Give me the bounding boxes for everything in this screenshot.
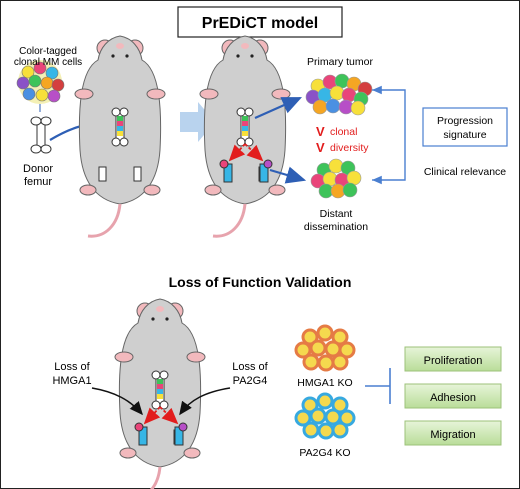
bracket — [380, 89, 406, 181]
loss-pa2g4-arrow — [179, 387, 231, 416]
cells-label-1: Color-tagged — [19, 46, 77, 57]
hmga1-ko-label: HMGA1 KO — [297, 377, 352, 389]
page-title: PrEDiCT model — [202, 15, 318, 32]
distant-label-1: Distant — [320, 208, 353, 220]
distant-label-2: dissemination — [304, 221, 368, 233]
pa2g4-ko-cluster — [294, 392, 356, 440]
progression-box — [422, 107, 508, 147]
clonal-label: clonal — [330, 126, 357, 138]
mouse-1 — [74, 35, 166, 238]
mouse-3 — [113, 297, 207, 489]
proliferation-box — [404, 346, 502, 372]
mouse-2-metastasis — [219, 143, 273, 183]
mouse-2 — [198, 34, 292, 238]
loss-hmga1-label-2: HMGA1 — [52, 375, 91, 387]
migration-label: Migration — [430, 429, 475, 441]
loss-hmga1-label-1: Loss of — [54, 361, 90, 373]
primary-arrow — [254, 96, 303, 120]
primary-tumor-label: Primary tumor — [307, 56, 373, 68]
progression-label-2: signature — [443, 129, 486, 141]
migration-box — [404, 420, 502, 446]
loss-pa2g4-label-1: Loss of — [232, 361, 268, 373]
cell-cluster — [16, 60, 65, 112]
mouse-3-metastasis — [134, 406, 188, 446]
donor-label-1: Donor — [23, 163, 53, 175]
loss-hmga1-arrow — [91, 387, 143, 416]
dissemination-arrow — [269, 166, 307, 184]
down-mark-1: V — [316, 124, 325, 139]
donor-femur — [30, 116, 52, 154]
title-box — [177, 6, 343, 38]
diversity-label: diversity — [330, 142, 369, 154]
hmga1-ko-cluster — [294, 324, 356, 372]
progression-label-1: Progression — [437, 115, 493, 127]
distant-tumor-cluster — [310, 158, 362, 199]
down-mark-2: V — [316, 140, 325, 155]
proliferation-label: Proliferation — [424, 355, 483, 367]
loss-pa2g4-label-2: PA2G4 — [233, 375, 268, 387]
adhesion-label: Adhesion — [430, 392, 476, 404]
adhesion-box — [404, 383, 502, 409]
cells-label-2: clonal MM cells — [14, 57, 82, 68]
donor-label-2: femur — [24, 176, 52, 188]
section2-title: Loss of Function Validation — [169, 274, 352, 290]
clinical-label: Clinical relevance — [424, 166, 506, 178]
primary-tumor-cluster — [305, 73, 373, 116]
pa2g4-ko-label: PA2G4 KO — [299, 447, 350, 459]
